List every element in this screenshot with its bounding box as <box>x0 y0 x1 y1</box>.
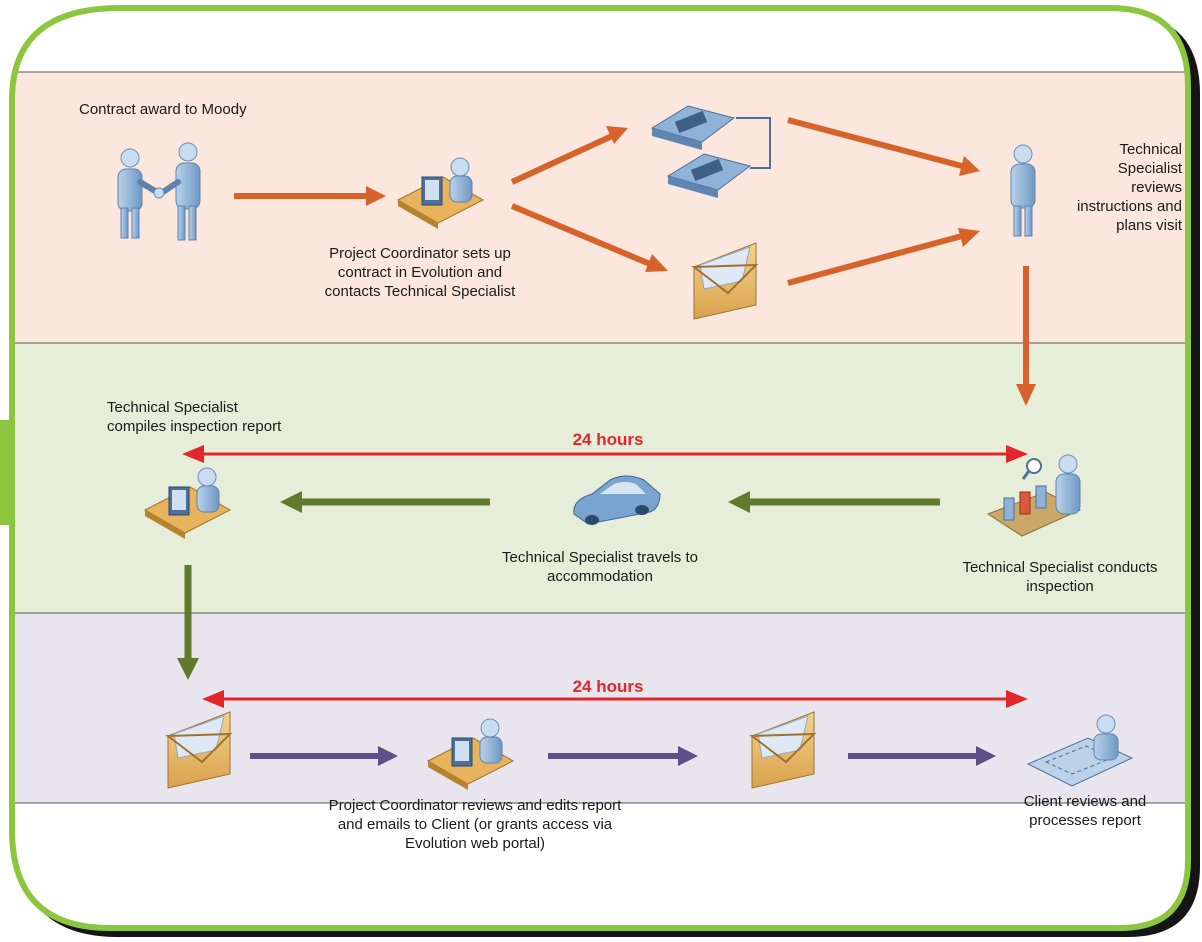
flow-arrow <box>510 126 628 185</box>
timing-arrow <box>202 690 1028 708</box>
car-icon <box>573 475 661 525</box>
flow-arrow <box>787 117 980 176</box>
node-label-specialist-travels: Technical Specialist travels to accommod… <box>502 549 698 585</box>
flow-arrow <box>510 203 668 272</box>
node-label-specialist-plans: Technical Specialist reviews instruction… <box>1076 141 1182 234</box>
lane-planning <box>12 72 1188 343</box>
flow-arrow <box>787 228 980 286</box>
flow-arrow <box>848 746 996 766</box>
envelope-icon <box>165 711 233 789</box>
workstation-icon <box>143 467 232 539</box>
node-label-specialist-compiles: Technical Specialist compiles inspection… <box>107 399 282 435</box>
flow-arrow <box>1016 266 1036 406</box>
flow-arrow <box>728 491 940 513</box>
flow-arrow <box>280 491 490 513</box>
node-label-coordinator-reviews: Project Coordinator reviews and edits re… <box>328 797 622 852</box>
flow-arrow <box>250 746 398 766</box>
lane-bottom-margin <box>12 803 1188 928</box>
rounded-frame <box>9 5 1191 931</box>
timing-label: 24 hours <box>572 430 644 449</box>
workstation-icon <box>426 718 515 790</box>
frame-tab <box>0 420 12 525</box>
node-label-coordinator-setup: Project Coordinator sets up contract in … <box>324 245 516 300</box>
inspection-icon <box>986 454 1082 537</box>
telephone-icon <box>650 105 771 198</box>
lane-top-margin <box>12 8 1188 72</box>
client-desk-icon <box>1026 714 1134 787</box>
handshake-icon <box>117 142 201 241</box>
flow-arrow <box>548 746 698 766</box>
workstation-icon <box>396 157 485 229</box>
person-icon <box>1010 144 1036 237</box>
flow-arrow <box>177 565 199 680</box>
node-label-specialist-inspects: Technical Specialist conducts inspection <box>962 559 1158 595</box>
flow-arrows <box>177 117 1036 766</box>
envelope-icon <box>691 242 759 320</box>
node-label-client-reviews: Client reviews and processes report <box>1023 793 1147 829</box>
flow-arrow <box>234 186 386 206</box>
envelope-icon <box>749 711 817 789</box>
node-label-contract-award: Contract award to Moody <box>79 101 247 118</box>
timing-label: 24 hours <box>572 677 644 696</box>
timing-arrow <box>182 445 1028 463</box>
